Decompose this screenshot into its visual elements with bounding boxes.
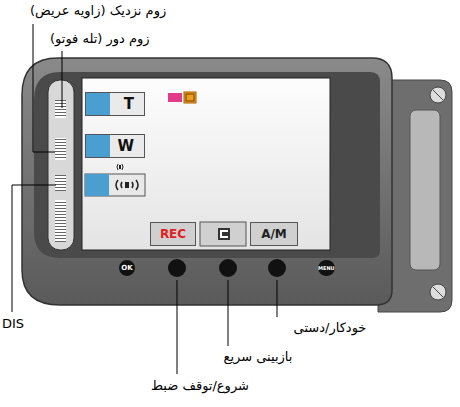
callout-label: خودکار/دستی [294,320,367,336]
touch-button: A/M [250,222,298,246]
sensor-zone [55,175,66,191]
quick-review-key [219,259,237,277]
callout-label: شروع/توقف ضبط [151,378,249,394]
lcd-screen [82,78,330,250]
callout-label: بازبینی سریع [224,349,293,365]
button-label: T [124,95,134,113]
touch-button: REC [150,222,196,246]
video-mode-icon [168,93,182,102]
screw [430,87,446,103]
quick-review-button [200,222,246,246]
button-label: MENU [318,265,335,271]
sensor-zone [55,200,66,242]
touch-button: T [85,92,145,116]
button-label: W [117,137,134,155]
button-strip [85,174,109,196]
screw [430,284,446,300]
round-button: MENU [317,259,336,277]
sensor-zone [55,100,66,118]
button-label: REC [160,227,186,241]
callout-label: DIS [2,316,24,332]
touch-button: W [85,134,145,158]
button-label: A/M [261,227,287,241]
callout-label: زوم دور (تله فوتو) [50,31,150,47]
lcd-bezel [34,72,380,258]
button-label: OK [121,264,132,272]
record-button [168,259,186,277]
leader-lines [12,24,277,374]
dis-button [85,174,145,196]
touch-sensor [48,80,74,250]
auto-manual-key [268,259,286,277]
callout-label: زوم نزدیک (زاویه عریض) [30,3,166,19]
manual-icon [184,92,196,103]
sensor-zone [55,138,66,160]
hinge-plate [410,110,440,270]
lcd-body [22,58,392,305]
round-button: OK [118,259,136,277]
